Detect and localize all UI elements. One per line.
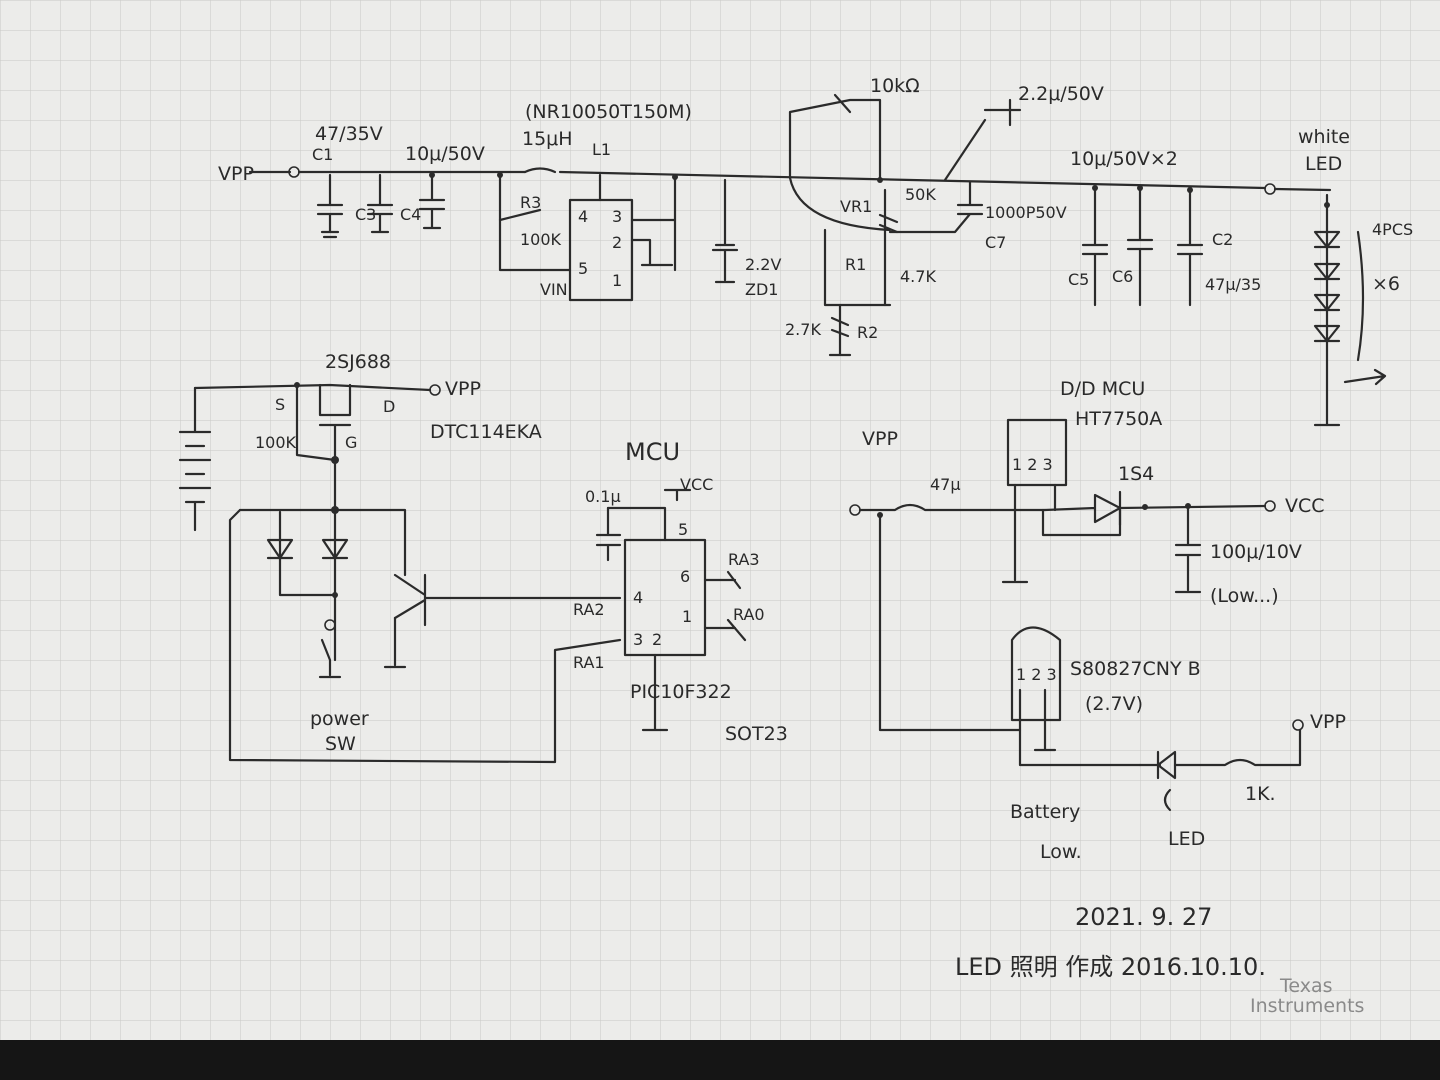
label-mcu-vcc: VCC [680,475,713,494]
label-4pcs: 4PCS [1372,220,1413,239]
label-c2-name: C2 [1212,230,1233,249]
label-ht7750a: HT7750A [1075,408,1162,430]
label-r1-value: 4.7K [900,267,936,286]
label-r2-value: 2.7K [785,320,821,339]
label-vpp-in: VPP [218,163,254,185]
label-diode-dd: 1S4 [1118,463,1154,485]
paper-grid [0,0,1440,1040]
table-edge [0,1040,1440,1080]
labels: VPP 47/35V C1 10μ/50V C3 C4 (NR10050T150… [218,75,1413,1017]
input-capacitors [316,173,446,239]
label-vr1-value: 50K [905,185,936,204]
label-pic: PIC10F322 [630,681,732,703]
label-white: white [1298,126,1350,148]
label-l1-value: 15μH [522,128,573,150]
label-ra3: RA3 [728,550,760,569]
label-r-fet: 100K [255,433,297,452]
label-mcu-cap: 0.1μ [585,487,621,506]
label-power: power [310,708,369,730]
label-low: Low. [1040,841,1082,863]
label-c5-name: C5 [1068,270,1089,289]
label-fet: 2SJ688 [325,351,391,373]
label-c3-name: C3 [355,205,376,224]
label-led: LED [1305,153,1342,175]
label-mcu-pin4: 4 [633,588,643,607]
label-dd-title: D/D MCU [1060,378,1145,400]
label-dtc: DTC114EKA [430,421,542,443]
label-sw: SW [325,733,356,755]
label-fet-s: S [275,395,285,414]
label-vin: VIN [540,280,568,299]
label-c3-value: 10μ/50V [405,143,485,165]
label-l-dd: 47μ [930,475,961,494]
label-ic-pin4: 4 [578,207,588,226]
label-r2-name: R2 [857,323,878,342]
label-r-led: 1K. [1245,783,1276,805]
label-fet-g: G [345,433,357,452]
label-zd1-name: ZD1 [745,280,778,299]
label-mcu-pin6: 6 [680,567,690,586]
label-c1-value: 47/35V [315,123,383,145]
label-c6-name: C6 [1112,267,1133,286]
label-ra2: RA2 [573,600,605,619]
label-x6: ×6 [1372,273,1400,295]
label-vcc-dd: VCC [1285,495,1325,517]
label-l1-part: (NR10050T150M) [525,101,692,123]
label-vpp-dd: VPP [862,428,898,450]
label-c7-value: 1000P50V [985,203,1067,222]
label-led-indicator: LED [1168,828,1205,850]
label-ht-pins: 1 2 3 [1012,455,1053,474]
label-mcu-pin2: 2 [652,630,662,649]
label-ic-pin3: 3 [612,207,622,226]
label-sot23: SOT23 [725,723,788,745]
power-switch-section [178,382,622,764]
label-zd1-value: 2.2V [745,255,781,274]
label-r3-name: R3 [520,193,541,212]
label-c56-value: 10μ/50V×2 [1070,148,1178,170]
label-mcu-pin1: 1 [682,607,692,626]
label-vpp-led: VPP [1310,711,1346,733]
label-l1-name: L1 [592,140,611,159]
label-c-dd-note: (Low...) [1210,585,1279,607]
label-r1-name: R1 [845,255,866,274]
label-detector-pins: 1 2 3 [1016,665,1057,684]
label-r-10k: 10kΩ [870,75,920,97]
label-footer: LED 照明 作成 2016.10.10. [955,953,1266,981]
label-mcu-pin3: 3 [633,630,643,649]
label-ic-pin5: 5 [578,259,588,278]
label-ra1: RA1 [573,653,605,672]
label-mcu-pin5: 5 [678,520,688,539]
label-vpp-fet: VPP [445,378,481,400]
label-c7-name: C7 [985,233,1006,252]
label-c1-name: C1 [312,145,333,164]
label-battery: Battery [1010,801,1080,823]
brand-texas: Texas [1279,975,1333,997]
brand-instruments: Instruments [1250,995,1364,1017]
label-c2-value: 47μ/35 [1205,275,1261,294]
label-detector: S80827CNY B [1070,658,1201,680]
label-date: 2021. 9. 27 [1075,903,1212,931]
label-mcu: MCU [625,438,680,466]
boost-converter-section [248,93,1387,427]
label-r3-value: 100K [520,230,562,249]
label-ic-pin2: 2 [612,233,622,252]
label-detector-voltage: (2.7V) [1085,693,1143,715]
label-c-dd: 100μ/10V [1210,541,1302,563]
label-fet-d: D [383,397,395,416]
dd-converter-section [849,418,1304,812]
mcu-section [595,488,747,732]
label-ic-pin1: 1 [612,271,622,290]
label-c4-name: C4 [400,205,421,224]
label-c-2-2u: 2.2μ/50V [1018,83,1104,105]
label-ra0: RA0 [733,605,765,624]
label-vr1-name: VR1 [840,197,872,216]
